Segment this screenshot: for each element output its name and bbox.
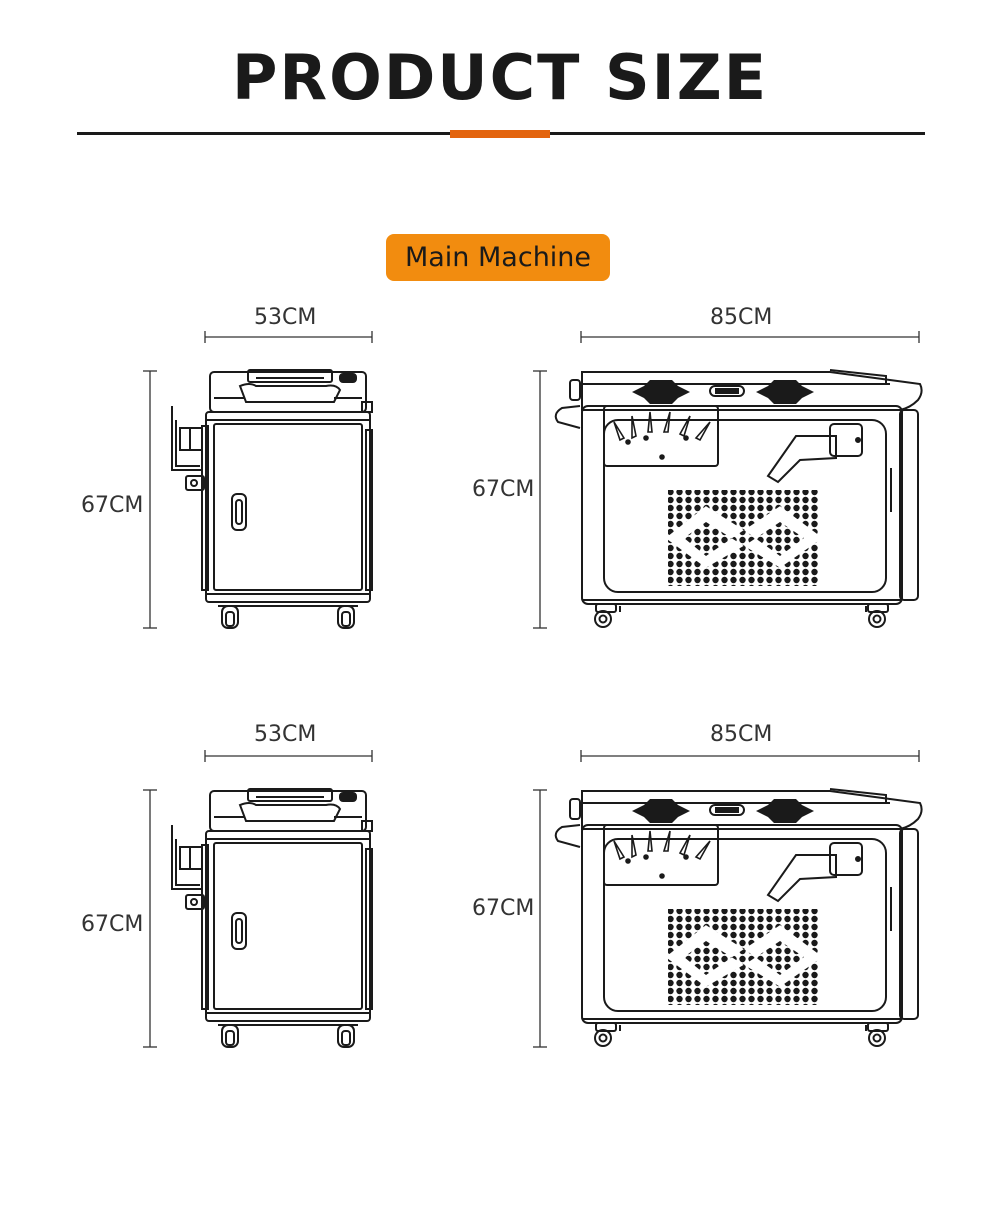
front-width-label: 53CM xyxy=(254,722,317,747)
side-width-label: 85CM xyxy=(710,305,773,330)
side-width-label-clip: 85CM xyxy=(700,722,820,750)
front-width-label: 53CM xyxy=(254,305,317,330)
front-view-drawing-2 xyxy=(171,788,373,1048)
front-view-drawing-1 xyxy=(171,369,373,629)
side-view-drawing-2 xyxy=(554,787,924,1048)
side-height-label: 67CM xyxy=(472,896,535,921)
front-height-label: 67CM xyxy=(81,493,144,518)
front-height-label: 67CM xyxy=(81,912,144,937)
side-view-drawing-1 xyxy=(554,368,924,629)
title-rule-accent xyxy=(450,130,550,138)
side-height-label: 67CM xyxy=(472,477,535,502)
front-width-label-clip: 53CM xyxy=(240,722,360,750)
main-machine-badge: Main Machine xyxy=(386,234,610,281)
side-width-label: 85CM xyxy=(710,722,773,747)
page-title: PRODUCT SIZE xyxy=(231,41,769,114)
